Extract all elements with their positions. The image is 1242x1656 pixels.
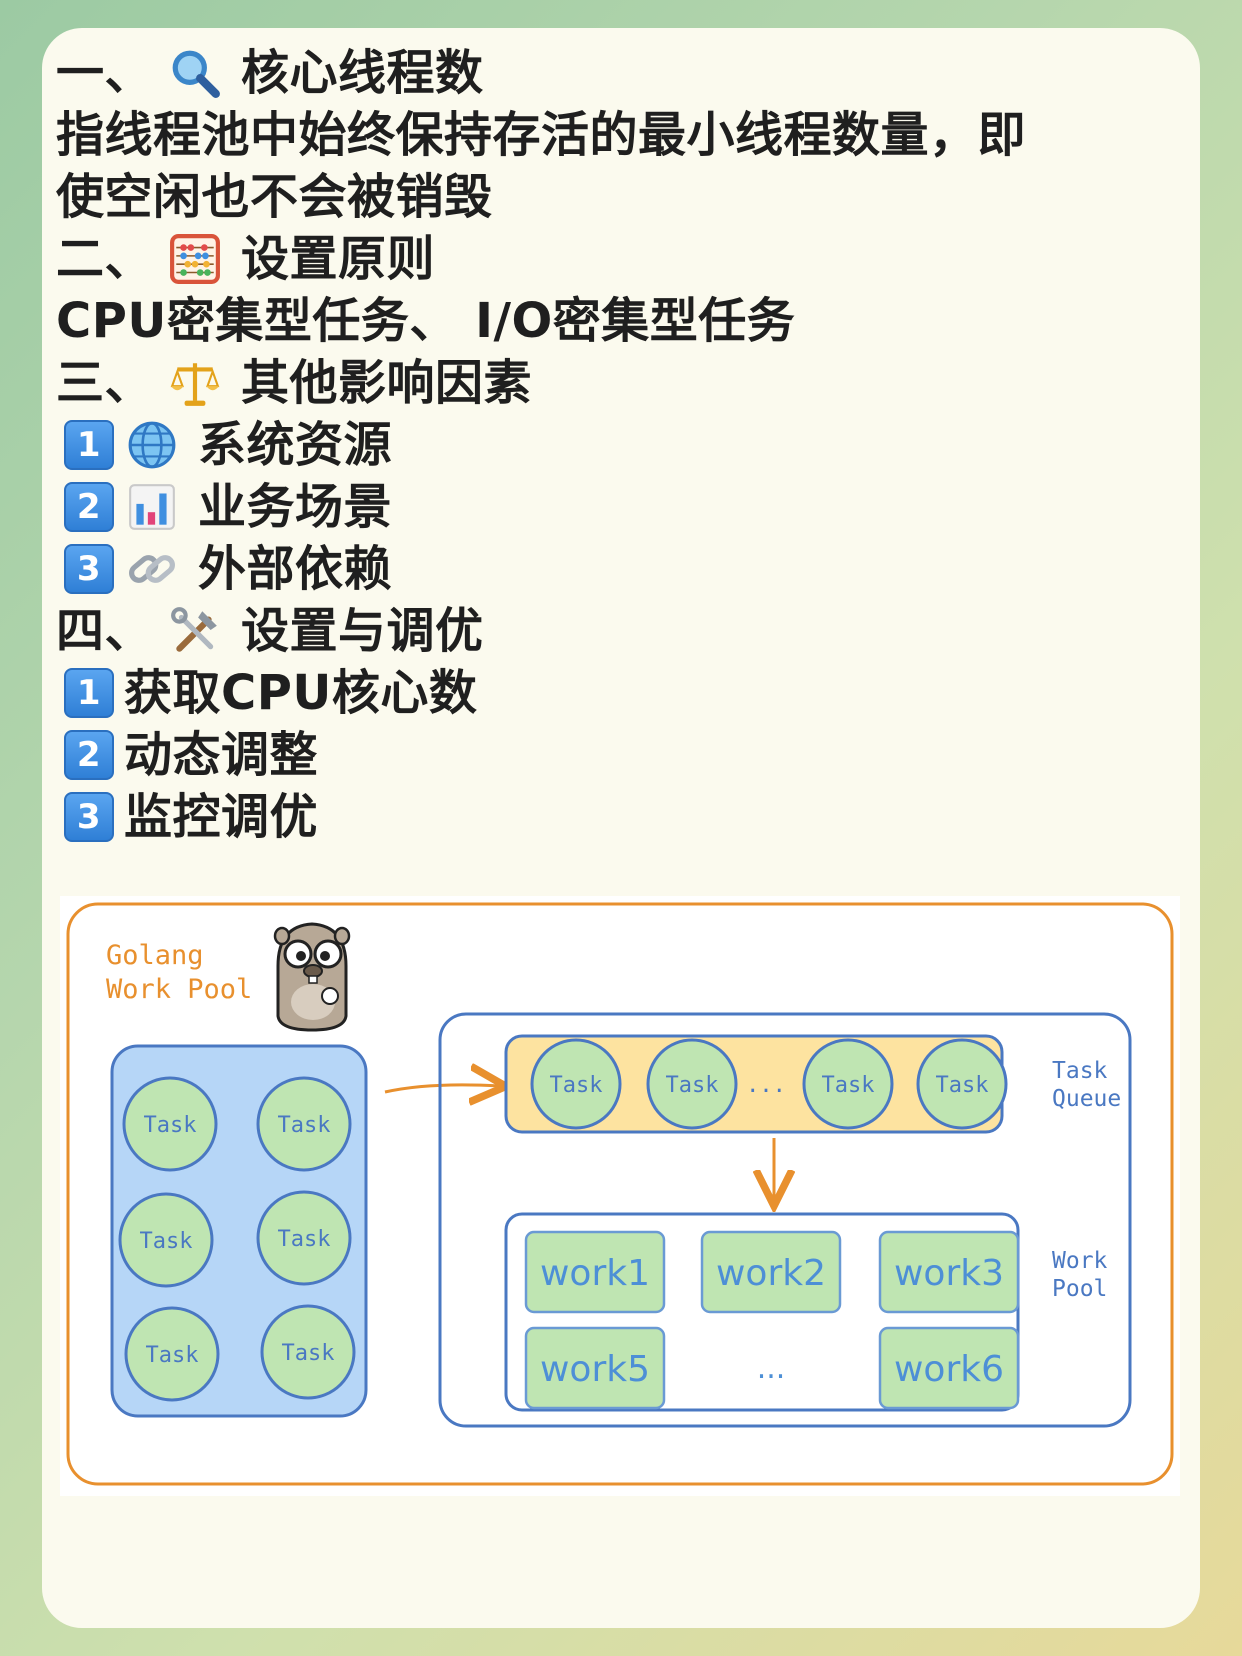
task-label: Task (278, 1113, 331, 1138)
section-4-heading: 四、 设置与调优 (56, 600, 1186, 662)
section-1-body-line-2: 使空闲也不会被销毁 (56, 169, 493, 225)
work-pool-diagram: Golang Work Pool Task Task Task Tas (60, 896, 1180, 1496)
task-circle (802, 1038, 894, 1130)
section-4-item-3: 3 监控调优 (56, 786, 1186, 848)
abacus-icon (167, 231, 223, 287)
section-1-title: 核心线程数 (241, 45, 484, 101)
task-circle (646, 1038, 738, 1130)
workers-ellipsis: ... (757, 1351, 786, 1386)
number-3-badge: 3 (64, 792, 114, 842)
task-circle (256, 1190, 352, 1286)
section-3-title: 其他影响因素 (241, 355, 533, 411)
worker-label: work2 (716, 1253, 826, 1294)
section-3-heading: 三、 其他影响因素 (56, 352, 1186, 414)
section-2-number: 二、 (56, 231, 154, 287)
diagram-title-line-2: Work Pool (106, 974, 252, 1005)
section-2-heading: 二、 设置原则 (56, 228, 1186, 290)
task-label: Task (666, 1073, 719, 1098)
queue-label-line-2: Queue (1052, 1086, 1121, 1112)
number-3-badge: 3 (64, 544, 114, 594)
task-queue-items: Task Task ... Task Task (530, 1038, 1008, 1130)
number-1-badge: 1 (64, 668, 114, 718)
task-circle (124, 1306, 220, 1402)
section-3-item-2-label: 业务场景 (198, 479, 393, 535)
globe-icon (124, 417, 180, 473)
task-circle (260, 1304, 356, 1400)
section-4-item-2-label: 动态调整 (124, 727, 319, 783)
task-label: Task (936, 1073, 989, 1098)
task-label: Task (146, 1343, 199, 1368)
section-3-item-3-label: 外部依赖 (198, 541, 393, 597)
number-2-badge: 2 (64, 730, 114, 780)
worker-box (878, 1326, 1020, 1410)
task-label: Task (822, 1073, 875, 1098)
section-3-number: 三、 (56, 355, 154, 411)
section-4-item-3-label: 监控调优 (124, 789, 319, 845)
queue-label-line-1: Task (1052, 1058, 1108, 1084)
worker-label: work3 (894, 1253, 1004, 1294)
task-circle (916, 1038, 1008, 1130)
task-circle (122, 1076, 218, 1172)
section-1-body-line-1: 指线程池中始终保持存活的最小线程数量，即 (56, 107, 1027, 163)
pool-label-line-1: Work (1052, 1248, 1108, 1274)
section-3-item-1: 1 系统资源 (56, 414, 1186, 476)
outer-frame (66, 902, 1174, 1486)
section-2-body-line-1: CPU密集型任务、 I/O密集型任务 (56, 293, 796, 349)
diagram-canvas: Golang Work Pool Task Task Task Tas (60, 896, 1180, 1496)
task-label: Task (278, 1227, 331, 1252)
task-label: Task (550, 1073, 603, 1098)
task-circle (118, 1192, 214, 1288)
section-4-item-1: 1 获取CPU核心数 (56, 662, 1186, 724)
arrow-to-queue (384, 1085, 500, 1092)
section-3-item-1-label: 系统资源 (198, 417, 393, 473)
worker-box (524, 1326, 666, 1410)
section-2-title: 设置原则 (241, 231, 436, 287)
section-3-item-2: 2 业务场景 (56, 476, 1186, 538)
task-label: Task (140, 1229, 193, 1254)
worker-label: work1 (540, 1253, 650, 1294)
queue-ellipsis: ... (746, 1073, 786, 1098)
task-circle (530, 1038, 622, 1130)
section-4-item-2: 2 动态调整 (56, 724, 1186, 786)
bar-chart-icon (124, 479, 180, 535)
balance-scale-icon (167, 355, 223, 411)
tools-icon (167, 603, 223, 659)
worker-items: work1 work2 work3 work5 ... work6 (524, 1230, 1020, 1410)
text-content: 一、 核心线程数 指线程池中始终保持存活的最小线程数量，即 使空闲也不会被销毁 … (56, 42, 1186, 848)
worker-box (878, 1230, 1020, 1314)
executor-container (438, 1012, 1132, 1428)
worker-box (524, 1230, 666, 1314)
task-source-items: Task Task Task Task Task Task (118, 1076, 356, 1402)
task-label: Task (282, 1341, 335, 1366)
section-4-item-1-label: 获取CPU核心数 (124, 665, 478, 721)
magnifier-icon (167, 45, 223, 101)
worker-label: work5 (540, 1349, 650, 1390)
task-circle (256, 1076, 352, 1172)
section-4-number: 四、 (56, 603, 154, 659)
number-1-badge: 1 (64, 420, 114, 470)
section-1-number: 一、 (56, 45, 154, 101)
gopher-mascot-icon (273, 922, 351, 1032)
diagram-title-line-1: Golang (106, 940, 204, 971)
link-icon (124, 541, 180, 597)
task-label: Task (144, 1113, 197, 1138)
worker-box (700, 1230, 842, 1314)
section-3-item-3: 3 外部依赖 (56, 538, 1186, 600)
pool-label-line-2: Pool (1052, 1276, 1107, 1302)
section-4-title: 设置与调优 (241, 603, 484, 659)
number-2-badge: 2 (64, 482, 114, 532)
section-1-heading: 一、 核心线程数 (56, 42, 1186, 104)
worker-label: work6 (894, 1349, 1004, 1390)
